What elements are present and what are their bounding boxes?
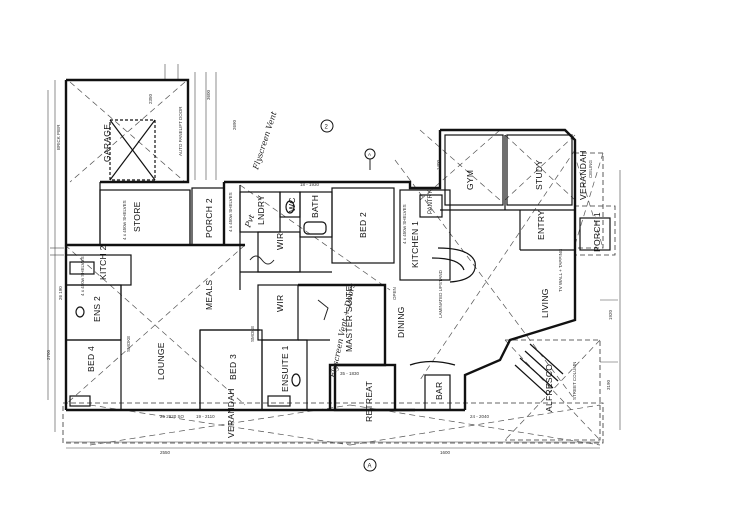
- dimension-lines: [47, 64, 621, 449]
- note-street-column: STREET COLUMN: [572, 362, 577, 400]
- room-lndry: LNDRY: [256, 195, 266, 225]
- room-bed4: BED 4: [86, 346, 96, 372]
- svg-text:2: 2: [325, 125, 329, 131]
- note-shelves-hall: 4 x 450w SHELVES: [228, 192, 233, 232]
- room-bed3: BED 3: [228, 354, 238, 380]
- dim-label: 3600: [206, 89, 211, 100]
- dim-label: 2350: [148, 93, 153, 104]
- section-markers: 2 A A: [320, 119, 377, 472]
- room-bar: BAR: [434, 382, 444, 400]
- svg-text:A: A: [368, 152, 371, 157]
- note-smoke-1: SMOKE: [126, 336, 131, 352]
- note-shelves-store: 4 x 450w SHELVES: [122, 200, 127, 240]
- room-kitch2: KITCH 2: [98, 245, 108, 280]
- dim-label: 3190: [606, 379, 611, 390]
- dim-label: 2550: [160, 450, 171, 455]
- note-smoke-2: SMOKE: [250, 326, 255, 342]
- room-wir2: WIR: [275, 233, 285, 250]
- note-shelves-ens: 4 x 450w SHELVES: [80, 256, 85, 296]
- alfresco-hatch: [514, 343, 564, 396]
- room-porch1: PORCH 1: [592, 212, 602, 252]
- room-bed2: BED 2: [358, 212, 368, 238]
- note-open: OPEN: [392, 287, 397, 300]
- hand-note-corner: Pvt: [243, 213, 257, 230]
- dim-label: 2700: [46, 349, 51, 360]
- dim-label: 26 190: [58, 286, 63, 300]
- section-marker-bottom: A: [363, 458, 377, 472]
- room-store: STORE: [132, 201, 142, 232]
- room-retreat: RETREAT: [364, 381, 374, 422]
- note-auto-door: AUTO PANELIFT DOOR: [178, 106, 183, 156]
- note-tv-wall: TV WALL + TAPPING: [558, 248, 563, 292]
- room-lounge: LOUNGE: [156, 342, 166, 380]
- room-wir: WIR: [275, 295, 285, 312]
- dim-label: 25 2920 SO: [160, 414, 185, 419]
- note-laminated: LAMINATED UPSTAND: [438, 269, 443, 318]
- room-porch2: PORCH 2: [204, 198, 214, 238]
- dim-label: 18 - 1930: [300, 182, 320, 187]
- room-ensuite1: ENSUITE 1: [280, 345, 290, 392]
- fixtures: [69, 119, 611, 407]
- verandah-outline: [62, 152, 616, 444]
- dim-label: 19 - 2110: [196, 414, 215, 419]
- room-study: STUDY: [534, 160, 544, 190]
- dim-label: 24 - 2040: [470, 414, 490, 419]
- room-living: LIVING: [540, 288, 550, 318]
- hand-note-top: Flyscreen Vent: [251, 110, 279, 172]
- svg-text:A: A: [368, 464, 372, 470]
- note-ceiling: CEILING: [588, 159, 593, 178]
- room-entry: ENTRY: [536, 210, 546, 240]
- walls: [64, 78, 577, 412]
- section-marker-small: A: [364, 148, 376, 160]
- dim-label: 1400: [436, 159, 441, 170]
- room-pantry: PANTRY: [428, 190, 434, 214]
- room-dining: DINING: [396, 306, 406, 338]
- dim-label: 35 - 1830: [340, 371, 360, 376]
- room-kitchen1: KITCHEN 1: [410, 221, 420, 268]
- room-labels: GARAGE STORE PORCH 2 KITCH 2 ENS 2 BED 4…: [86, 124, 602, 438]
- dim-label: 1600: [440, 450, 451, 455]
- room-gym: GYM: [465, 170, 475, 190]
- dimension-labels: 26 190 25 2920 SO 35 - 1830 19 - 2110 18…: [46, 89, 613, 455]
- plan-notes: 4 x 450w SHELVES 4 x 450w SHELVES 4 x 45…: [56, 106, 593, 400]
- note-shelves-kitchen: 4 x 450w SHELVES: [402, 204, 407, 244]
- dim-label: 1920: [608, 309, 613, 320]
- room-wc: WC: [287, 197, 297, 212]
- note-brick-pier: BRICK PIER: [56, 124, 61, 150]
- section-marker-top: 2: [320, 119, 334, 133]
- room-ens2: ENS 2: [92, 296, 102, 322]
- room-bath: BATH: [310, 195, 320, 218]
- room-verandah-bottom: VERANDAH: [226, 388, 236, 438]
- room-alfresco: ALFRESCO: [544, 364, 554, 412]
- room-garage: GARAGE: [102, 124, 112, 162]
- room-meals: MEALS: [204, 280, 214, 310]
- dim-label: 2690: [232, 119, 237, 130]
- room-master-suite: MASTER SUITE: [344, 286, 354, 352]
- room-verandah-right: VERANDAH: [578, 150, 588, 200]
